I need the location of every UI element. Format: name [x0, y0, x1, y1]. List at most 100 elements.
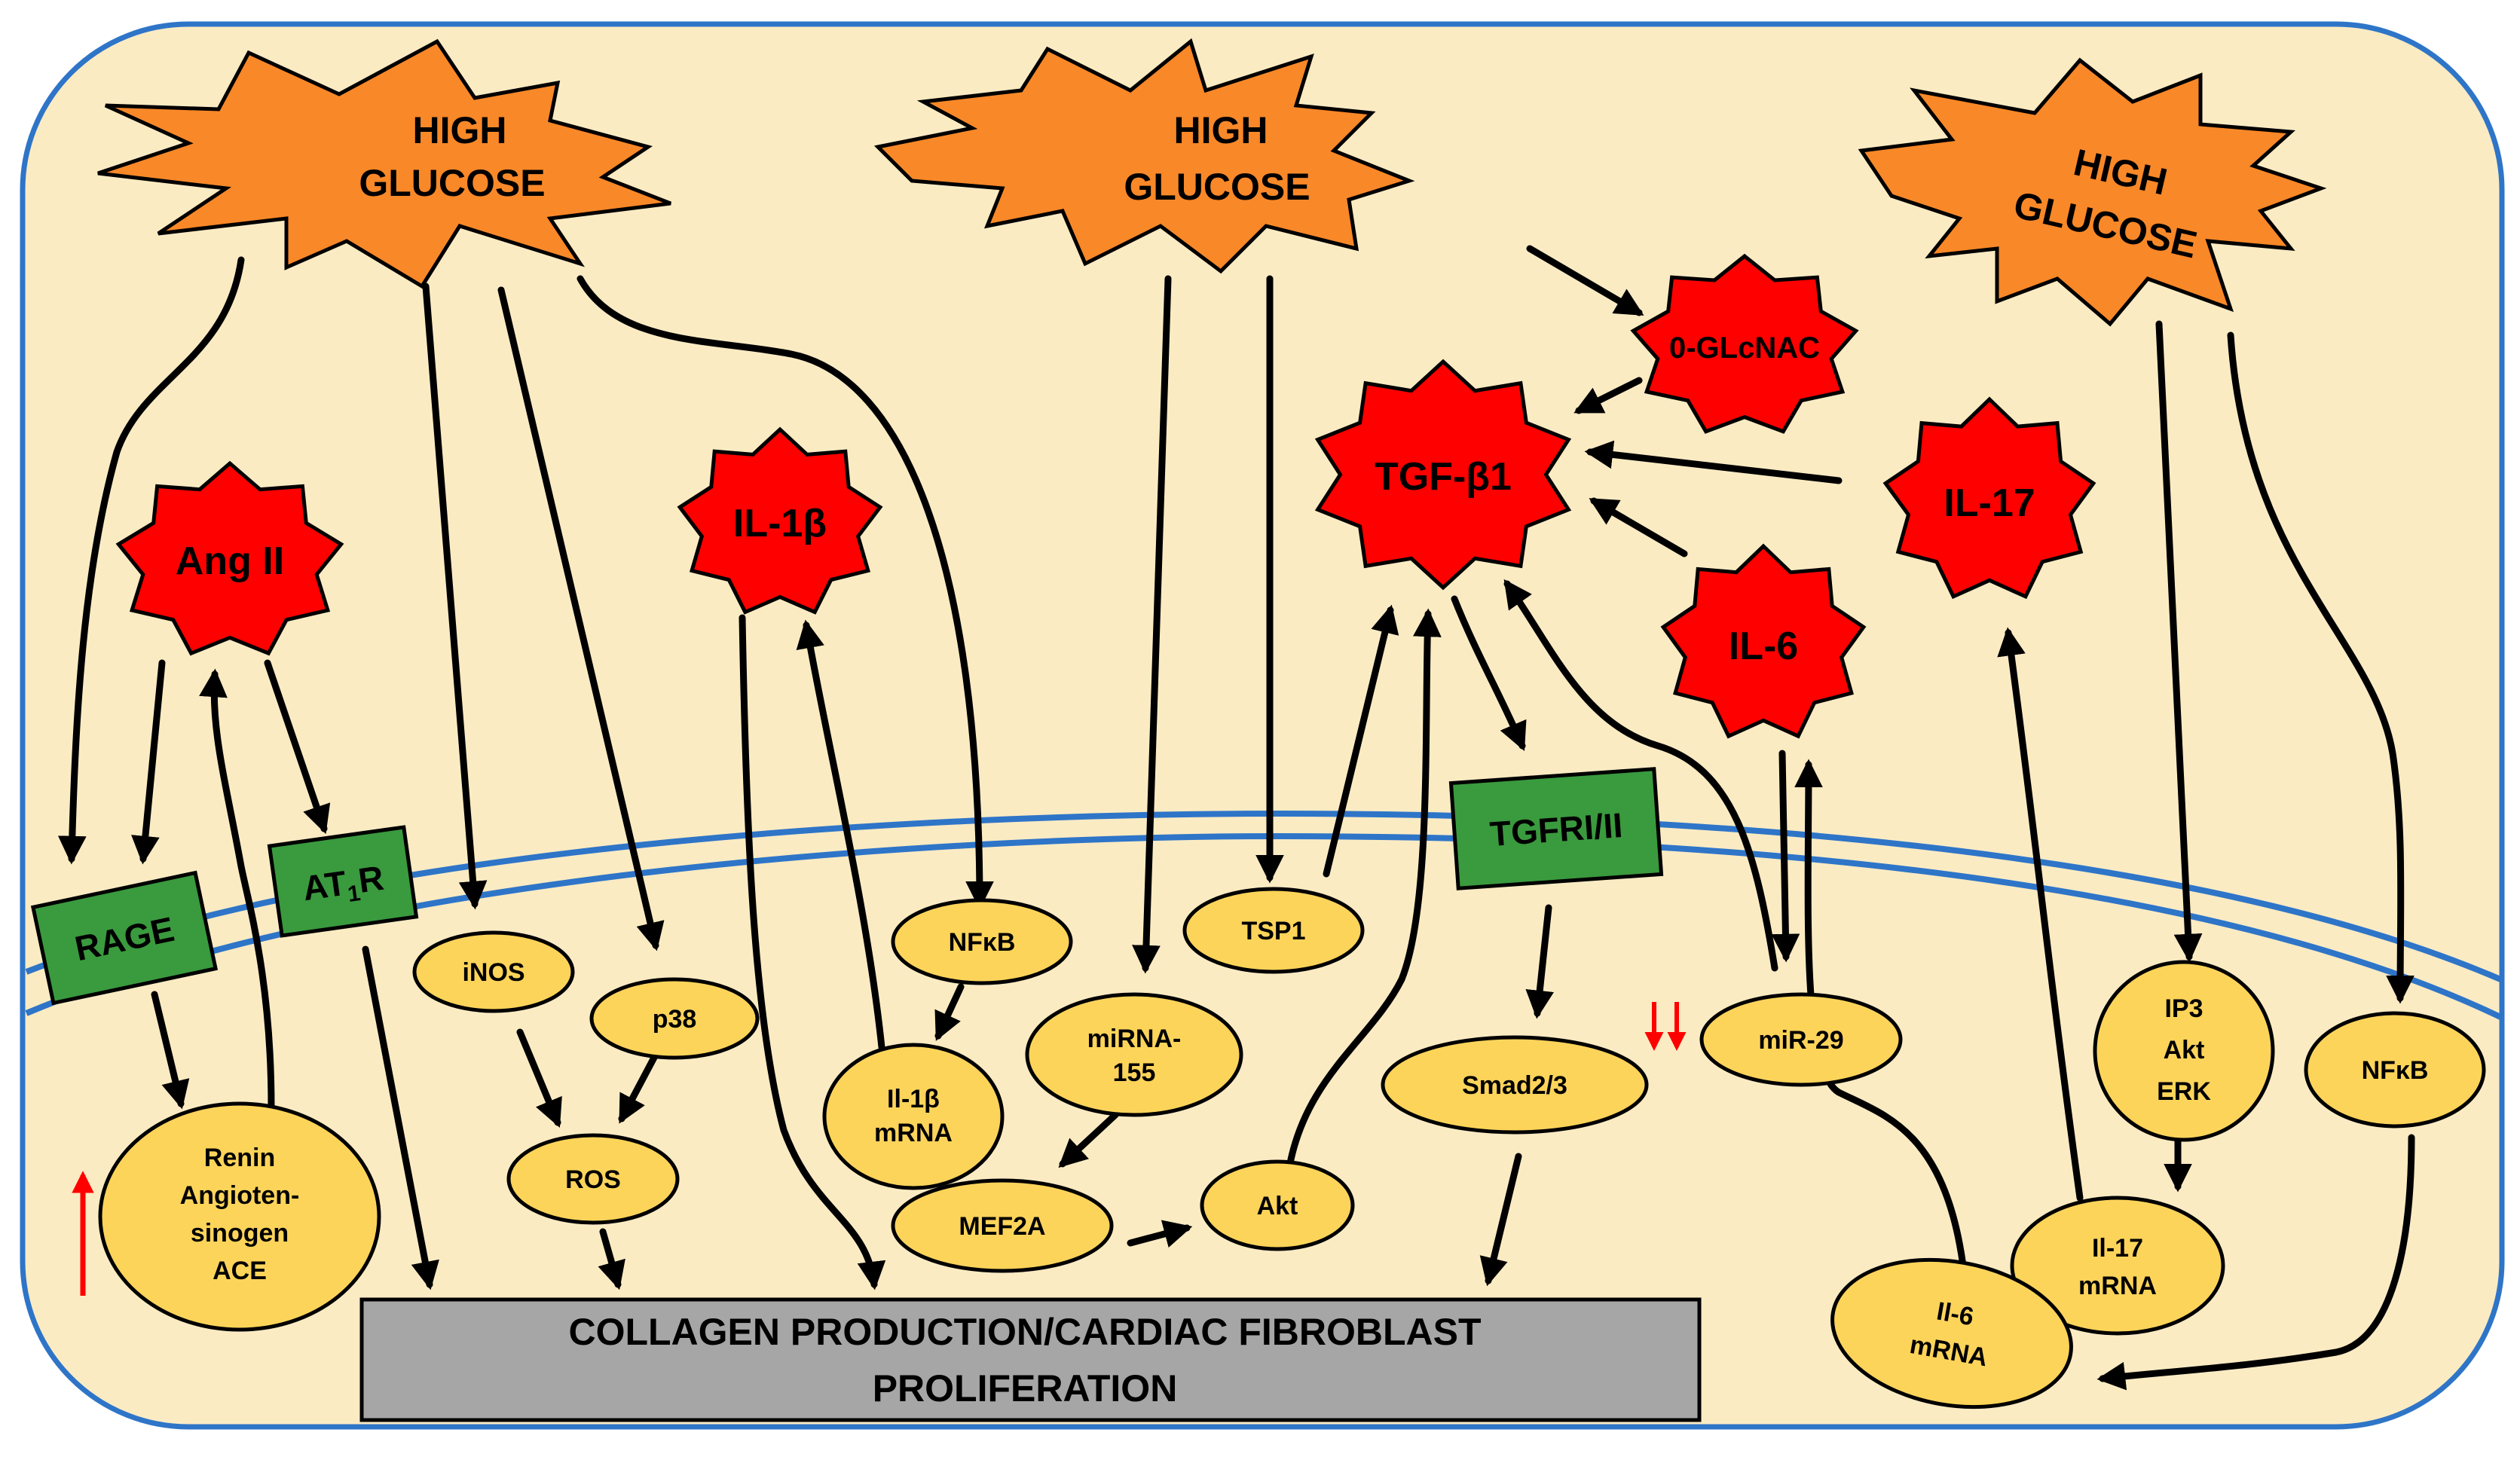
molecule-p38: p38 — [589, 977, 760, 1060]
arrow-glucose-to-inos — [422, 283, 488, 910]
arrow-glucose-to-p38 — [497, 286, 665, 951]
ang2-label: Ang II — [176, 539, 284, 583]
arrow-ogl-to-tgfb1 — [1573, 377, 1643, 414]
nfkb-left-label: NFκB — [949, 928, 1016, 957]
molecule-tsp1: TSP1 — [1182, 887, 1365, 974]
cytokine-star-shape — [115, 460, 344, 656]
renin-line3: sinogen — [191, 1219, 289, 1248]
arrow-glucose-to-nfkb-right — [2227, 331, 2414, 1004]
cytokine-star-shape — [1314, 359, 1572, 591]
at1r-label-main: AT — [300, 863, 349, 909]
mef2a-label: MEF2A — [959, 1212, 1045, 1241]
high-glucose-burst-right: HIGH GLUCOSE — [1858, 57, 2327, 327]
p38-label: p38 — [653, 1005, 697, 1034]
arrow-akt-to-tgfb1 — [1285, 608, 1442, 1175]
rage-receptor: RAGE — [30, 870, 219, 1006]
arrow-mir29-to-tgfb1 — [1503, 579, 1778, 972]
arrow-tgfr-to-smad — [1525, 904, 1555, 1019]
at1r-label-sub: 1 — [346, 881, 362, 907]
il17-mrna-line1: Il-17 — [2092, 1234, 2143, 1263]
output-line2: PROLIFERATION — [873, 1367, 1178, 1409]
high-glucose-burst-middle: HIGH GLUCOSE — [873, 38, 1415, 274]
arrow-glucose-to-ogl — [1526, 245, 1644, 316]
tgfr-receptor: TGFRI/II — [1448, 767, 1664, 890]
inos-label: iNOS — [462, 958, 524, 987]
molecule-ros: ROS — [506, 1133, 680, 1225]
burst-left-line1: HIGH — [413, 109, 507, 151]
molecule-inos: iNOS — [412, 930, 575, 1013]
arrow-renin-to-ang2 — [199, 668, 275, 1111]
molecule-renin: Renin Angioten- sinogen ACE — [98, 1101, 381, 1332]
molecule-mir29: miR-29 — [1699, 992, 1903, 1087]
molecule-ip3: IP3 Akt ERK — [2093, 960, 2275, 1142]
tgfb1-star: TGF-β1 — [1314, 359, 1572, 591]
arrow-smad-to-collagen — [1479, 1153, 1522, 1287]
at1r-label-tail: R — [356, 858, 386, 900]
molecule-il17-mrna: Il-17 mRNA — [2010, 1196, 2225, 1336]
arrow-glucose-to-ip3 — [2155, 320, 2203, 963]
arrow-at1r-to-collagen — [362, 945, 439, 1290]
arrow-glucose-to-mirna155 — [1132, 275, 1172, 974]
output-line1: COLLAGEN PRODUCTION/CARDIAC FIBROBLAST — [568, 1311, 1481, 1353]
ip3-line1: IP3 — [2164, 994, 2203, 1023]
il1b-star: IL-1β — [677, 426, 883, 615]
il17-star: IL-17 — [1882, 396, 2096, 600]
arrow-rage-to-renin — [151, 991, 190, 1110]
akt-label: Akt — [1257, 1192, 1298, 1220]
arrow-nfkb-right-to-il6-mrna — [2096, 1134, 2415, 1391]
renin-line1: Renin — [204, 1144, 275, 1172]
arrow-mirna155-to-mef2a — [1058, 1111, 1119, 1168]
cytokine-star-shape — [1882, 396, 2096, 600]
cytokine-star-shape — [1660, 543, 1867, 739]
ip3-line3: ERK — [2157, 1077, 2211, 1106]
il6-label: IL-6 — [1729, 625, 1798, 668]
molecule-il1b-mrna: Il-1β mRNA — [822, 1043, 1005, 1190]
arrow-il6-to-tgfb1 — [1589, 497, 1688, 557]
tsp1-label: TSP1 — [1241, 917, 1305, 945]
mir29-label: miR-29 — [1758, 1026, 1843, 1055]
arrows — [57, 245, 2415, 1391]
at1r-receptor: AT1R — [267, 825, 419, 938]
arrow-glucose-to-rage — [57, 256, 245, 865]
mirna155-line1: miRNA- — [1087, 1025, 1182, 1053]
tgfr-label: TGFRI/II — [1488, 805, 1624, 854]
molecule-akt: Akt — [1200, 1159, 1355, 1251]
ros-label: ROS — [565, 1165, 621, 1194]
il1b-label: IL-1β — [733, 502, 827, 545]
cytokine-stars: Ang II IL-1β 0-GLcNAC TGF-β1 IL-17 IL-6 — [115, 253, 2096, 739]
nfkb-right-label: NFκB — [2362, 1056, 2429, 1085]
arrow-il1b-mrna-to-il1b — [796, 619, 885, 1051]
arrow-ang2-to-rage — [131, 659, 166, 865]
arrow-il17-to-tgfb1 — [1584, 440, 1843, 484]
cytokine-star-shape — [1630, 253, 1859, 434]
molecule-mirna155: miRNA-155 — [1025, 992, 1243, 1117]
il17-label: IL-17 — [1944, 481, 2035, 525]
cytokine-star-shape — [677, 426, 883, 615]
smad-label: Smad2/3 — [1462, 1071, 1567, 1100]
molecule-nfkb-right: NFκB — [2304, 1011, 2486, 1129]
arrow-ang2-to-at1r — [264, 659, 331, 835]
molecule-smad: Smad2/3 — [1381, 1035, 1649, 1135]
il6-mrna-line1: Il-6 — [1934, 1296, 1976, 1331]
renin-line4: ACE — [213, 1257, 267, 1285]
high-glucose-burst-left: HIGH GLUCOSE — [97, 38, 671, 289]
arrow-il17-mrna-to-il17 — [1997, 627, 2084, 1202]
arrow-ros-to-collagen — [598, 1228, 625, 1290]
renin-line2: Angioten- — [180, 1181, 300, 1210]
il1b-mrna-line2: mRNA — [874, 1119, 953, 1147]
ogl-star: 0-GLcNAC — [1630, 253, 1859, 434]
arrow-il1b-to-collagen — [739, 614, 886, 1290]
ip3-line2: Akt — [2164, 1036, 2205, 1064]
arrow-inos-to-ros — [516, 1028, 562, 1128]
arrow-mef2a-to-akt — [1127, 1220, 1193, 1248]
membrane-outer-line — [25, 810, 2502, 982]
il17-mrna-line2: mRNA — [2078, 1272, 2157, 1300]
molecule-mef2a: MEF2A — [891, 1178, 1114, 1273]
burst-middle-line2: GLUCOSE — [1124, 166, 1310, 208]
molecule-nfkb-left: NFκB — [891, 898, 1073, 985]
il1b-mrna-line1: Il-1β — [887, 1085, 940, 1113]
arrow-p38-to-ros — [618, 1051, 659, 1124]
membrane-inner-line — [25, 832, 2502, 1020]
